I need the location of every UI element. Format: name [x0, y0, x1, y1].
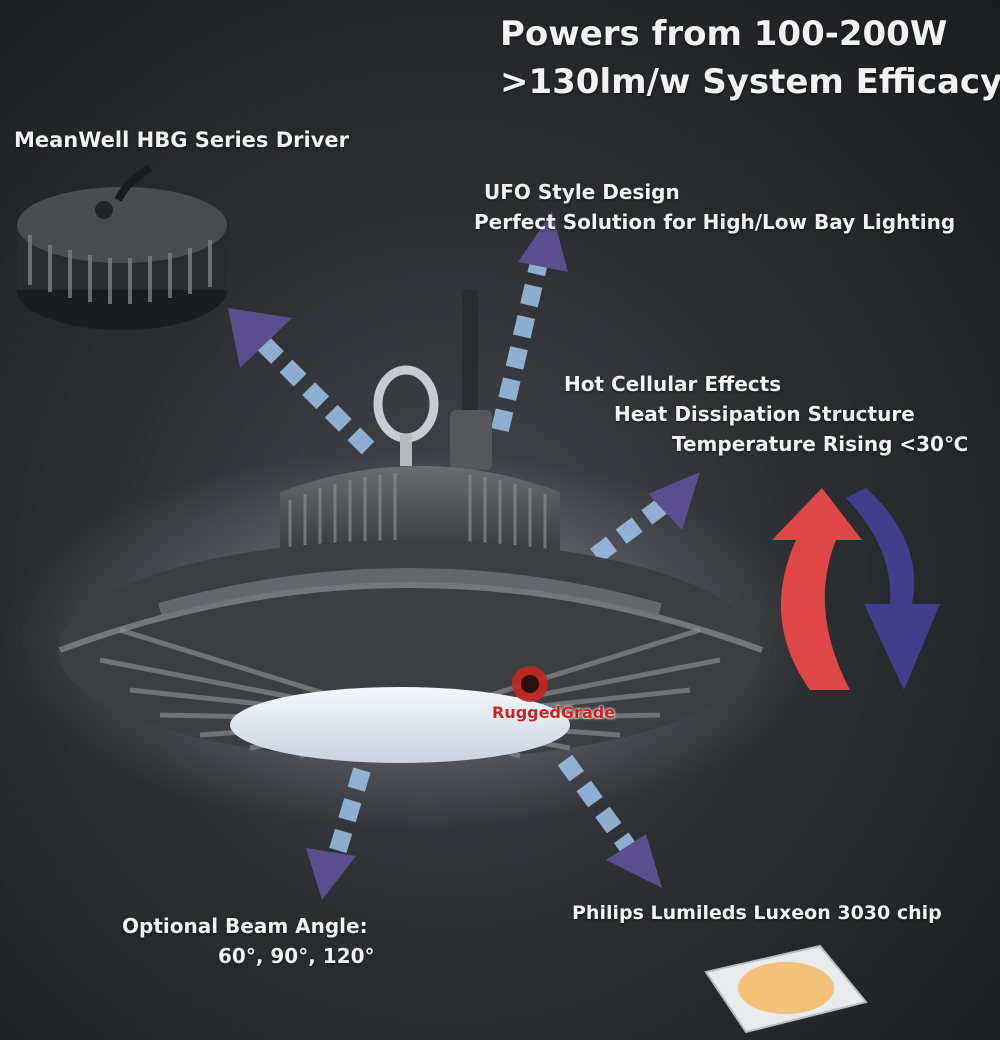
- beam-angle-label: Optional Beam Angle:: [122, 914, 368, 938]
- arrow-to-beam: [306, 767, 371, 900]
- ruggedgrade-logo-icon: [512, 666, 548, 702]
- heat-circulation-icon: [772, 488, 940, 690]
- arrow-to-heat: [564, 472, 700, 583]
- meanwell-driver: [17, 164, 227, 330]
- eye-hook: [373, 365, 439, 443]
- heat-label-2: Heat Dissipation Structure: [614, 402, 915, 426]
- cable-stem: [462, 290, 478, 430]
- ufo-fixture: [58, 290, 764, 763]
- led-lens: [230, 687, 570, 763]
- arrow-to-ufo: [491, 212, 568, 433]
- headline-efficacy: >130lm/w System Efficacy: [500, 62, 1000, 102]
- brand-watermark: RuggedGrade: [492, 703, 616, 722]
- led-chip: [704, 944, 868, 1034]
- chip-label: Philips Lumileds Luxeon 3030 chip: [572, 902, 942, 924]
- arrow-to-driver: [228, 308, 375, 455]
- driver-label: MeanWell HBG Series Driver: [14, 128, 350, 152]
- heat-label-3: Temperature Rising <30℃: [672, 432, 969, 456]
- arrow-to-chip: [557, 754, 662, 888]
- ufo-description: Perfect Solution for High/Low Bay Lighti…: [474, 210, 956, 234]
- heat-label-1: Hot Cellular Effects: [564, 372, 782, 396]
- headline-power: Powers from 100-200W: [500, 14, 948, 54]
- ufo-title: UFO Style Design: [484, 180, 680, 204]
- beam-angle-values: 60°, 90°, 120°: [218, 944, 375, 968]
